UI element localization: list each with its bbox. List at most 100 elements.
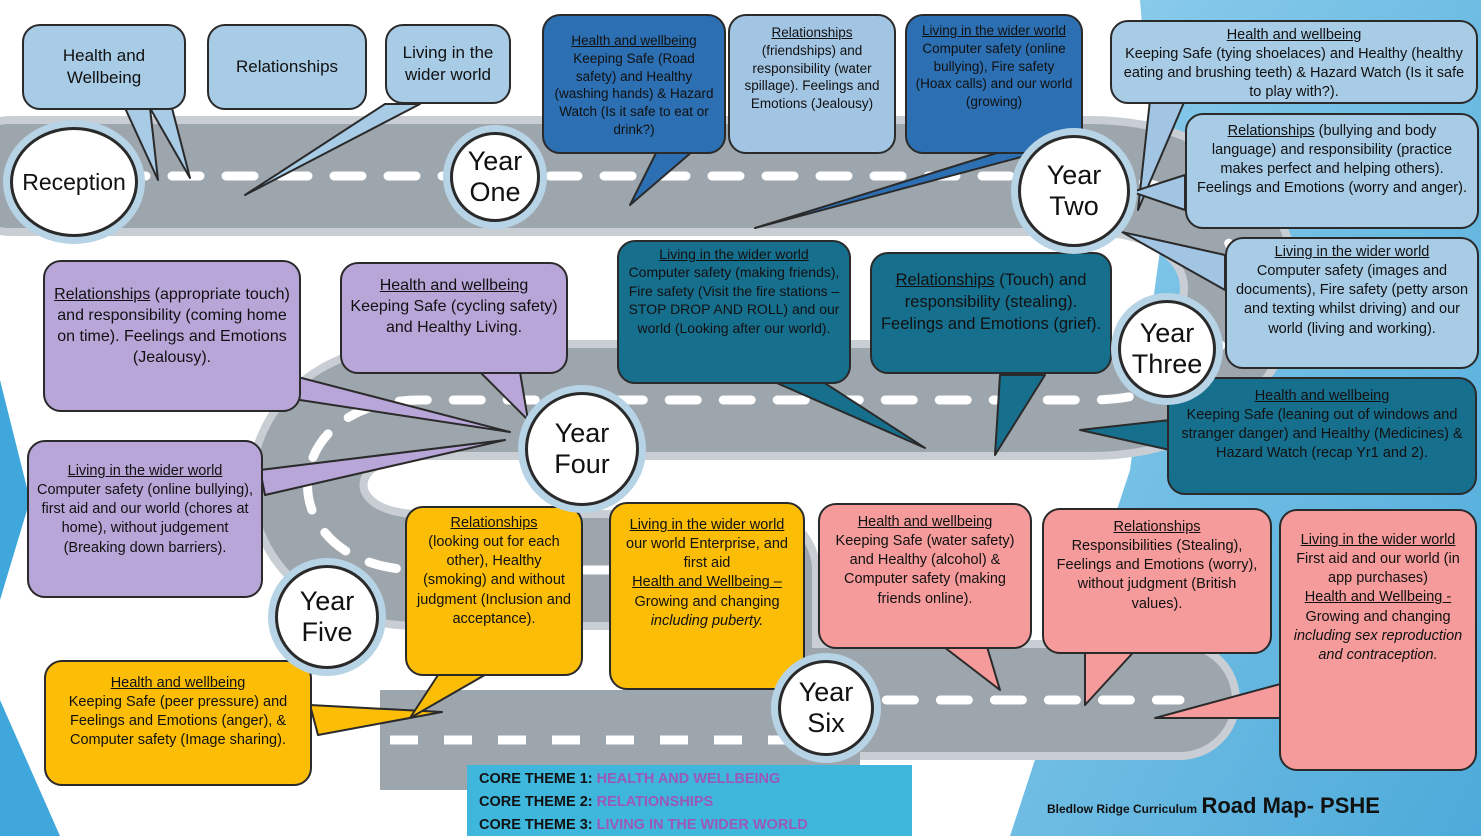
year-two-relationships-bubble: Relationships (bullying and body languag… [1185, 113, 1479, 229]
year-four-health-body: Keeping Safe (cycling safety) and Health… [350, 298, 558, 337]
reception-wider-bubble: Living in the wider world [385, 24, 511, 104]
year-six-health-heading: Health and wellbeing [857, 514, 993, 530]
year-six-health-bubble: Health and wellbeing Keeping Safe (water… [818, 503, 1032, 649]
year-three-health-heading: Health and wellbeing [1254, 388, 1390, 404]
year-two-health-heading: Health and wellbeing [1226, 27, 1362, 43]
year-five-health-bubble: Health and wellbeing Keeping Safe (peer … [44, 660, 312, 786]
year-one-wider-heading: Living in the wider world [921, 23, 1067, 38]
year-three-relationships-bubble: Relationships (Touch) and responsibility… [870, 252, 1112, 374]
year-five-wider-body: our world Enterprise, and first aid [626, 536, 788, 572]
milestone-year-three-line2: Three [1131, 349, 1203, 379]
year-two-relationships-text: Relationships (bullying and body languag… [1195, 122, 1469, 199]
year-six-health-body: Keeping Safe (water safety) and Healthy … [835, 533, 1015, 607]
core-themes-box: CORE THEME 1: HEALTH AND WELLBEING CORE … [467, 765, 912, 836]
year-five-wider-heading: Living in the wider world [629, 517, 785, 533]
year-six-wider-health-body: Growing and changing [1305, 608, 1451, 625]
milestone-year-three: Year Three [1118, 300, 1216, 398]
milestone-year-six: Year Six [778, 660, 874, 756]
year-four-wider-heading: Living in the wider world [67, 463, 223, 479]
year-four-relationships-text: Relationships (appropriate touch) and re… [53, 284, 291, 368]
year-four-health-heading: Health and wellbeing [379, 277, 529, 294]
core-theme-3-value: LIVING IN THE WIDER WORLD [596, 817, 808, 833]
year-five-relationships-bubble: Relationships (looking out for each othe… [405, 506, 583, 676]
core-theme-2: CORE THEME 2: RELATIONSHIPS [479, 791, 912, 814]
milestone-year-five-line1: Year [299, 585, 355, 616]
year-four-relationships-bubble: Relationships (appropriate touch) and re… [43, 260, 301, 412]
year-two-relationships-heading: Relationships [1227, 123, 1315, 139]
year-five-wider-health-italic: including puberty. [650, 612, 764, 629]
milestone-reception: Reception [10, 127, 138, 237]
pointer-reception-wider [244, 103, 421, 196]
milestone-year-two-line2: Two [1049, 191, 1099, 221]
core-theme-3: CORE THEME 3: LIVING IN THE WIDER WORLD [479, 814, 912, 837]
milestone-year-five-line2: Five [301, 617, 353, 647]
year-five-health-heading: Health and wellbeing [110, 675, 246, 691]
pointer-y5-health [309, 704, 443, 736]
school-name: Bledlow Ridge Curriculum [1047, 802, 1198, 816]
milestone-year-four: Year Four [525, 392, 639, 506]
year-five-wider-bubble: Living in the wider world our world Ente… [609, 502, 805, 690]
year-two-health-body: Keeping Safe (tying shoelaces) and Healt… [1123, 46, 1465, 101]
milestone-year-one-line1: Year [467, 145, 523, 176]
core-theme-1-label: CORE THEME 1: [479, 771, 593, 787]
year-two-health-bubble: Health and wellbeing Keeping Safe (tying… [1110, 20, 1478, 104]
year-five-relationships-heading: Relationships [450, 515, 538, 531]
year-three-relationships-text: Relationships (Touch) and responsibility… [880, 270, 1102, 335]
year-three-wider-bubble: Living in the wider world Computer safet… [617, 240, 851, 384]
year-three-wider-body: Computer safety (making friends), Fire s… [628, 264, 840, 336]
milestone-year-six-line2: Six [807, 708, 845, 738]
year-two-wider-bubble: Living in the wider world Computer safet… [1225, 237, 1479, 369]
core-theme-2-value: RELATIONSHIPS [596, 794, 714, 810]
milestone-reception-label: Reception [22, 168, 126, 195]
year-four-wider-body: Computer safety (online bullying), first… [37, 482, 253, 556]
year-six-relationships-body: Responsibilities (Stealing), Feelings an… [1056, 538, 1258, 612]
year-one-health-heading: Health and wellbeing [571, 33, 697, 48]
milestone-year-one: Year One [450, 132, 540, 222]
year-six-relationships-bubble: Relationships Responsibilities (Stealing… [1042, 508, 1272, 654]
milestone-year-two-line1: Year [1046, 159, 1102, 190]
milestone-year-six-line1: Year [798, 676, 854, 707]
core-theme-2-label: CORE THEME 2: [479, 794, 593, 810]
reception-health-bubble: Health and Wellbeing [22, 24, 186, 110]
milestone-year-four-line2: Four [554, 449, 610, 479]
year-six-wider-health-text: Health and Wellbeing - Growing and chang… [1289, 588, 1467, 665]
year-four-health-bubble: Health and wellbeing Keeping Safe (cycli… [340, 262, 568, 374]
year-three-relationships-heading: Relationships [895, 271, 995, 289]
year-five-wider-health-heading: Health and Wellbeing – [632, 574, 782, 591]
year-five-relationships-body: (looking out for each other), Healthy (s… [417, 534, 571, 627]
milestone-year-two: Year Two [1018, 135, 1130, 247]
year-six-wider-heading: Living in the wider world [1300, 532, 1456, 548]
reception-wider-text: Living in the wider world [402, 42, 494, 84]
year-three-health-bubble: Health and wellbeing Keeping Safe (leani… [1167, 377, 1477, 495]
year-one-wider-bubble: Living in the wider world Computer safet… [905, 14, 1083, 154]
reception-relationships-text: Relationships [235, 56, 339, 76]
year-six-wider-health-heading: Health and Wellbeing - [1304, 589, 1452, 606]
year-six-wider-health-italic: including sex reproduction and contracep… [1293, 627, 1463, 663]
year-five-wider-health-text: Health and Wellbeing – Growing and chang… [619, 573, 795, 630]
year-one-relationships-body: (friendships) and responsibility (water … [744, 42, 880, 112]
milestone-year-one-line2: One [469, 177, 521, 207]
pointer-y3-relationships [994, 374, 1046, 456]
year-one-wider-body: Computer safety (online bullying), Fire … [915, 40, 1073, 110]
year-one-health-body: Keeping Safe (Road safety) and Healthy (… [554, 50, 714, 138]
year-three-health-body: Keeping Safe (leaning out of windows and… [1181, 407, 1463, 462]
year-two-relationships-body: (bullying and body language) and respons… [1197, 123, 1467, 197]
year-four-wider-bubble: Living in the wider world Computer safet… [27, 440, 263, 598]
milestone-year-three-line1: Year [1139, 317, 1195, 348]
year-six-wider-body: First aid and our world (in app purchase… [1296, 551, 1460, 587]
reception-relationships-bubble: Relationships [207, 24, 367, 110]
year-three-relationships-body: (Touch) and responsibility (stealing). F… [880, 271, 1102, 333]
core-theme-1-value: HEALTH AND WELLBEING [596, 771, 781, 787]
background-accent-bottom-left [0, 700, 60, 836]
year-six-relationships-heading: Relationships [1113, 519, 1201, 535]
year-one-relationships-bubble: Relationships (friendships) and responsi… [728, 14, 896, 154]
year-two-wider-heading: Living in the wider world [1274, 244, 1430, 260]
year-one-health-bubble: Health and wellbeing Keeping Safe (Road … [542, 14, 726, 154]
bubble-pointers [124, 99, 1296, 736]
road-map-title: Road Map- PSHE [1201, 793, 1380, 818]
milestone-year-four-line1: Year [554, 417, 610, 448]
year-five-wider-health-body: Growing and changing [634, 593, 780, 610]
background-accent-left [0, 380, 30, 600]
core-theme-1: CORE THEME 1: HEALTH AND WELLBEING [479, 768, 912, 791]
year-four-relationships-heading: Relationships [54, 286, 151, 303]
